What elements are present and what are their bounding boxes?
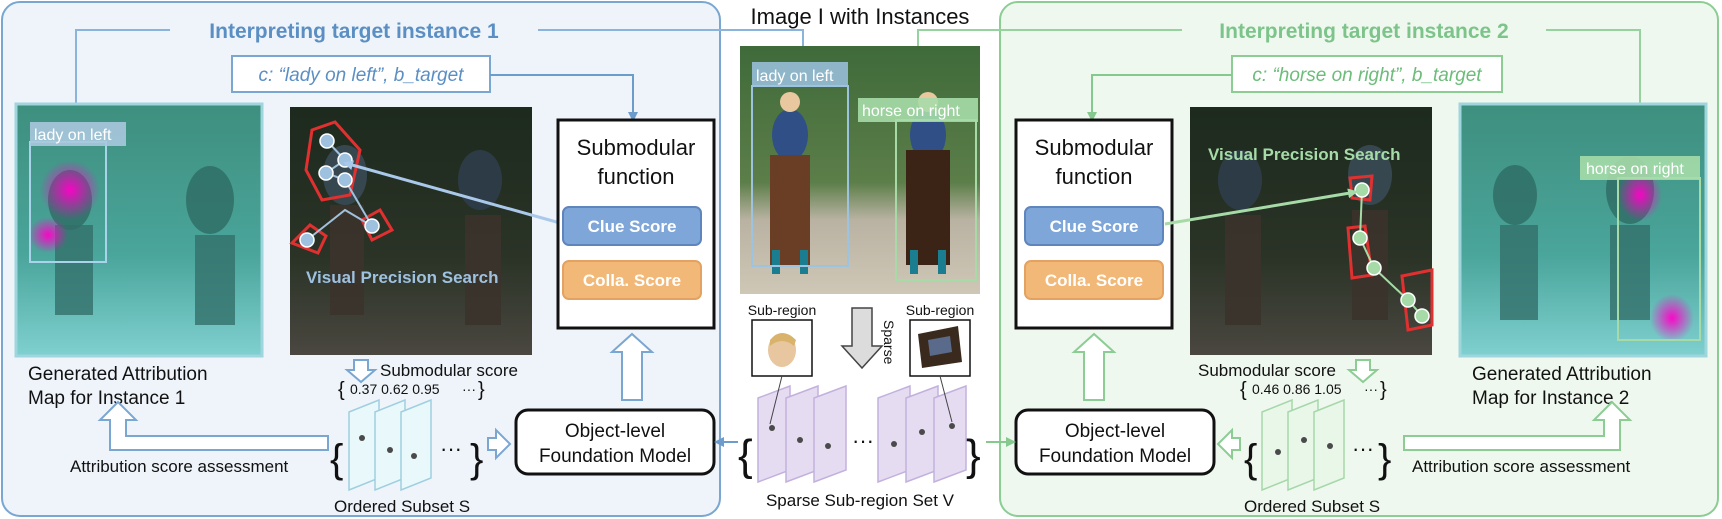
left-subset-ellipsis: ··· [440, 436, 462, 461]
center-sparse-set: { ··· } [738, 375, 981, 484]
right-vps-label: Visual Precision Search [1208, 145, 1400, 164]
right-title-backdrop [1182, 14, 1546, 46]
center-set-caption: Sparse Sub-region Set V [766, 491, 955, 510]
center-label-lady: lady on left [756, 68, 834, 85]
right-assessment-label: Attribution score assessment [1412, 457, 1631, 476]
left-colla-score-label: Colla. Score [583, 271, 681, 290]
left-title-connector-left [75, 29, 170, 103]
left-submodular-score-label: Submodular score [380, 361, 518, 380]
center-subregion-right-label: Sub-region [906, 302, 975, 318]
center-subregion-right-detail [928, 336, 952, 356]
center-set-brace-open: { [738, 431, 753, 480]
left-panel: Interpreting target instance 1 c: “lady … [1, 1, 804, 517]
left-condition-text: c: “lady on left”, b_target [259, 65, 465, 86]
left-vps-image: Visual Precision Search [289, 107, 532, 355]
left-model-to-submodular-arrow [609, 332, 655, 401]
center-photo: lady on left horse on right [740, 46, 980, 294]
right-condition-box [1231, 55, 1503, 93]
right-vps-image: Visual Precision Search [1190, 107, 1434, 355]
right-clue-to-vps-arrow [1164, 188, 1358, 226]
left-attribution-map: lady on left [14, 102, 264, 358]
right-colla-score-block [1024, 260, 1164, 300]
left-submodular-title-2: function [597, 164, 674, 189]
left-ordered-subset: { ··· } [330, 398, 483, 492]
right-assessment-arrow [1403, 400, 1633, 451]
left-vps-label: Visual Precision Search [306, 268, 498, 287]
left-map-box-label: lady on left [34, 127, 112, 144]
left-clue-score-label: Clue Score [588, 217, 677, 236]
left-colla-score-block [562, 260, 702, 300]
left-generated-line2: Map for Instance 1 [28, 388, 185, 409]
left-assessment-arrow [97, 400, 329, 451]
left-scores-ellipsis: ··· [462, 381, 476, 397]
right-ordered-subset: { ··· } [1244, 398, 1391, 492]
right-scores-ellipsis: ··· [1364, 381, 1378, 397]
left-submodular-title-1: Submodular [577, 135, 696, 160]
left-subset-to-model-arrow [487, 427, 512, 461]
right-scores: 0.46 0.86 1.05 [1252, 381, 1342, 397]
right-condition-text: c: “horse on right”, b_target [1252, 65, 1482, 86]
left-subset-brace-open: { [330, 437, 343, 481]
right-submodular-title-1: Submodular [1035, 135, 1154, 160]
right-model-line1: Object-level [1065, 421, 1165, 442]
right-subset-to-model-arrow [1216, 427, 1241, 461]
right-generated-line1: Generated Attribution [1472, 364, 1652, 385]
left-scores: 0.37 0.62 0.95 [350, 381, 440, 397]
left-score-brace-close: } [478, 379, 485, 401]
left-score-brace-open: { [338, 379, 345, 401]
left-model-line1: Object-level [565, 421, 665, 442]
left-assessment-label: Attribution score assessment [70, 457, 289, 476]
left-score-down-arrow [344, 359, 378, 384]
center-column: Image I with Instances lady on left hors… [714, 4, 1016, 510]
right-object-model-box [1014, 408, 1216, 476]
left-model-line2: Foundation Model [539, 446, 691, 467]
right-score-brace-open: { [1240, 379, 1247, 401]
right-panel: Interpreting target instance 2 c: “horse… [917, 1, 1719, 517]
center-title: Image I with Instances [751, 4, 970, 29]
right-ordered-subset-label: Ordered Subset S [1244, 497, 1380, 516]
right-title-connector-right [1546, 29, 1641, 103]
right-model-to-submodular-arrow [1071, 332, 1117, 401]
center-sparse-arrow [840, 307, 884, 370]
right-colla-score-label: Colla. Score [1045, 271, 1143, 290]
left-title-backdrop [170, 14, 538, 46]
right-clue-score-label: Clue Score [1050, 217, 1139, 236]
right-score-down-arrow [1346, 359, 1380, 384]
center-subregion-left-label: Sub-region [748, 302, 817, 318]
left-clue-score-block [562, 206, 702, 246]
right-attribution-map: horse on right [1458, 102, 1708, 358]
right-subset-brace-close: } [1378, 437, 1391, 481]
left-clue-to-vps-arrow [343, 160, 561, 225]
center-subregion-left-hair [770, 333, 796, 346]
right-model-line2: Foundation Model [1039, 446, 1191, 467]
right-panel-title: Interpreting target instance 2 [1219, 20, 1508, 43]
right-submodular-title-2: function [1055, 164, 1132, 189]
left-condition-box [231, 55, 491, 93]
left-subset-brace-close: } [470, 437, 483, 481]
left-panel-title: Interpreting target instance 1 [209, 20, 499, 43]
right-generated-line2: Map for Instance 2 [1472, 388, 1629, 409]
right-score-brace-close: } [1380, 379, 1387, 401]
right-condition-arrow [1087, 74, 1232, 122]
center-set-brace-close: } [966, 431, 981, 480]
left-generated-line1: Generated Attribution [28, 364, 208, 385]
left-condition-arrow [490, 74, 638, 122]
right-subset-brace-open: { [1244, 437, 1257, 481]
right-map-box-label: horse on right [1586, 161, 1684, 178]
left-ordered-subset-label: Ordered Subset S [334, 497, 470, 516]
center-set-ellipsis: ··· [852, 428, 874, 453]
right-clue-score-block [1024, 206, 1164, 246]
right-subset-ellipsis: ··· [1352, 436, 1374, 461]
center-sparse-label: Sparse [881, 320, 897, 365]
center-label-horse: horse on right [862, 103, 960, 120]
right-submodular-score-label: Submodular score [1198, 361, 1336, 380]
